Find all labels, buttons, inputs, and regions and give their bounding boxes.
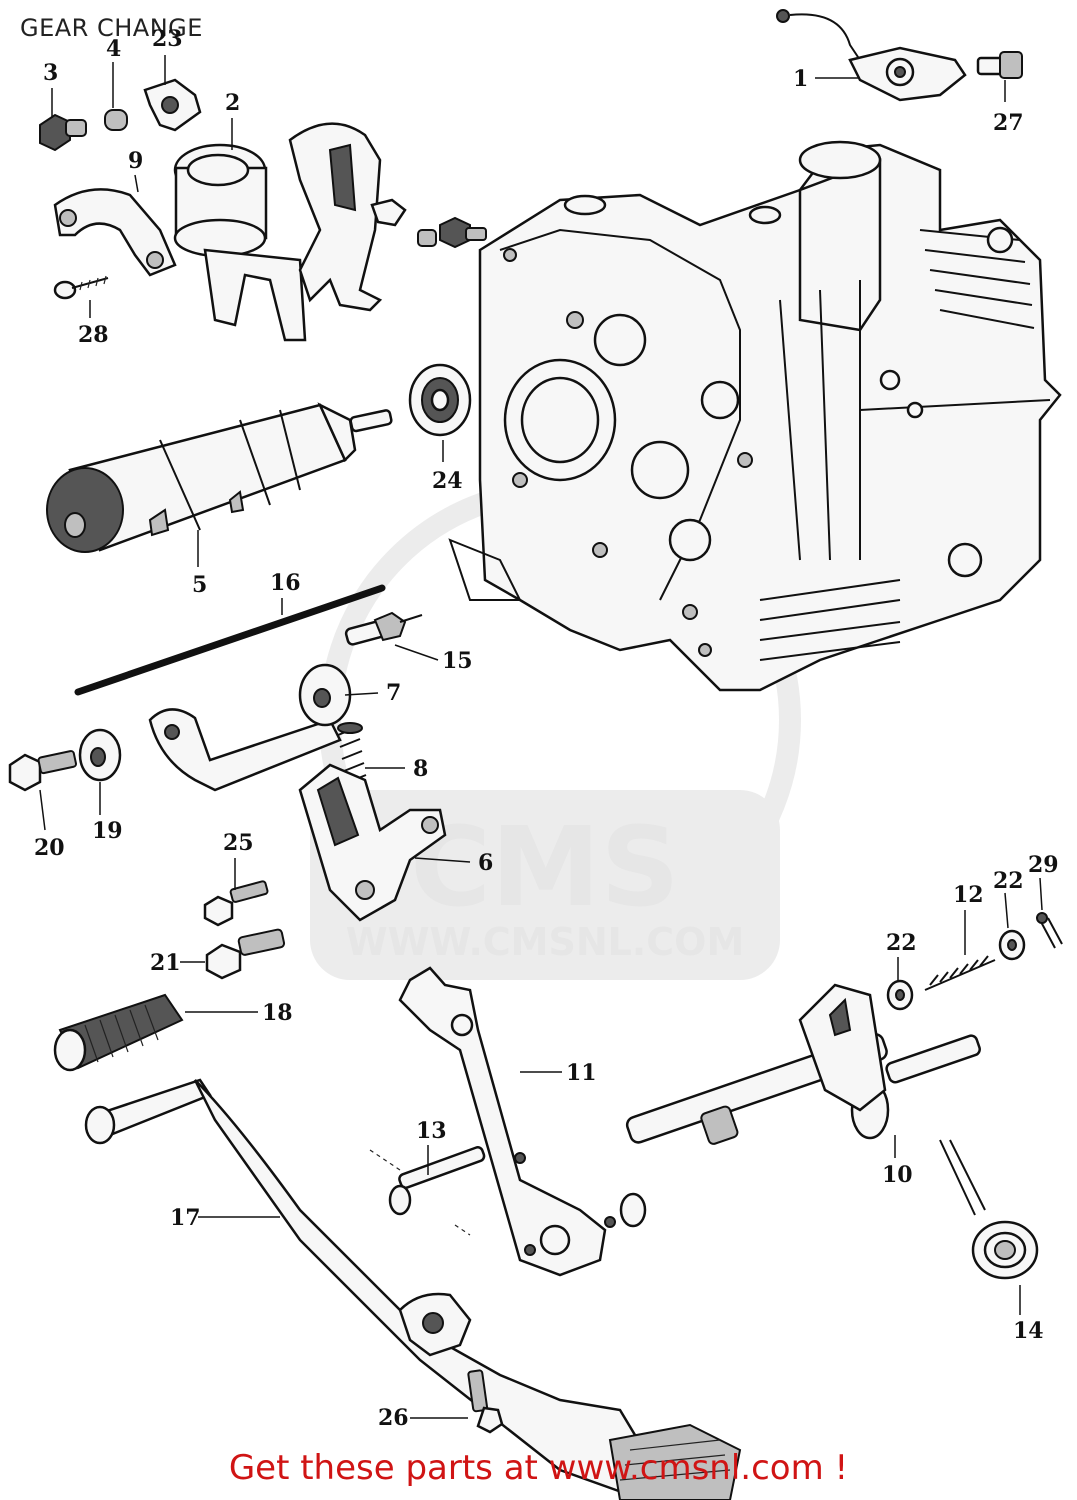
label-part-5: 5 (192, 572, 207, 598)
part-5-shift-drum (46, 402, 393, 553)
part-11-shift-plate (398, 966, 616, 1277)
watermark-url: WWW.CMSNL.COM (346, 920, 745, 964)
label-part-1: 1 (793, 66, 808, 92)
label-part-14: 14 (1013, 1318, 1044, 1344)
part-25-bolt (203, 880, 269, 927)
label-part-13: 13 (416, 1118, 447, 1144)
part-9-retainer-plate (53, 188, 177, 277)
footer-link-text: Get these parts at www.cmsnl.com ! (228, 1448, 849, 1488)
label-part-23: 23 (152, 26, 183, 52)
part-10-gearshift-spindle (619, 983, 981, 1228)
label-part-15: 15 (442, 648, 473, 674)
part-15-pin (344, 611, 423, 646)
label-part-28: 28 (78, 322, 109, 348)
part-4-roller (104, 109, 128, 131)
label-part-24: 24 (432, 468, 463, 494)
part-18-pedal-rubber (53, 993, 184, 1072)
label-part-6: 6 (478, 850, 493, 876)
part-8-spring (337, 722, 371, 808)
label-part-27: 27 (993, 110, 1024, 136)
label-part-4: 4 (106, 36, 121, 62)
part-28-screw (53, 275, 109, 300)
watermark-brand: CMS (410, 803, 679, 931)
part-27-screw (976, 51, 1023, 79)
part-22-washer-a (886, 979, 914, 1011)
part-24-bearing (408, 363, 472, 437)
label-part-12: 12 (953, 882, 984, 908)
label-part-3: 3 (43, 60, 58, 86)
label-part-26: 26 (378, 1405, 409, 1431)
label-part-7: 7 (386, 680, 401, 706)
label-part-16: 16 (270, 570, 301, 596)
part-26-bolt (467, 1369, 504, 1434)
page-title: GEAR CHANGE (20, 14, 203, 42)
part-17-gearshift-pedal (84, 1078, 742, 1500)
label-part-9: 9 (128, 148, 143, 174)
label-part-25: 25 (223, 830, 254, 856)
part-6-shift-arm (298, 763, 447, 922)
label-part-2: 2 (225, 90, 240, 116)
part-2-shift-forks (173, 122, 383, 342)
part-16-shaft (74, 584, 386, 696)
label-part-29: 29 (1028, 852, 1059, 878)
label-part-19: 19 (92, 818, 123, 844)
crankcase (448, 140, 1062, 692)
label-part-10: 10 (882, 1162, 913, 1188)
part-29-cotter-pin (1036, 912, 1063, 949)
fork-shaft-fasteners (370, 198, 487, 249)
part-22-washer-b (998, 929, 1026, 961)
part-1-neutral-switch (776, 9, 967, 102)
part-7-stopper-arm (148, 663, 352, 792)
part-3-bolt (39, 113, 87, 152)
label-part-22-b: 22 (993, 868, 1024, 894)
part-21-bolt (205, 928, 286, 980)
leader-lines (39, 55, 1043, 1419)
label-part-20: 20 (34, 835, 65, 861)
part-19-washer (78, 728, 122, 782)
part-20-bolt (8, 750, 77, 792)
label-part-22-a: 22 (886, 930, 917, 956)
part-number-labels: 1 27 3 4 23 2 9 28 24 5 16 15 7 8 6 19 2… (34, 26, 1059, 1431)
label-part-11: 11 (566, 1060, 597, 1086)
part-23-cam-plate (143, 78, 202, 132)
label-part-8: 8 (413, 756, 428, 782)
label-part-21: 21 (150, 950, 181, 976)
part-14-return-spring (939, 1139, 1039, 1280)
part-13-pin (369, 1146, 486, 1236)
label-part-18: 18 (262, 1000, 293, 1026)
part-12-spring (924, 955, 996, 991)
label-part-17: 17 (170, 1205, 201, 1231)
